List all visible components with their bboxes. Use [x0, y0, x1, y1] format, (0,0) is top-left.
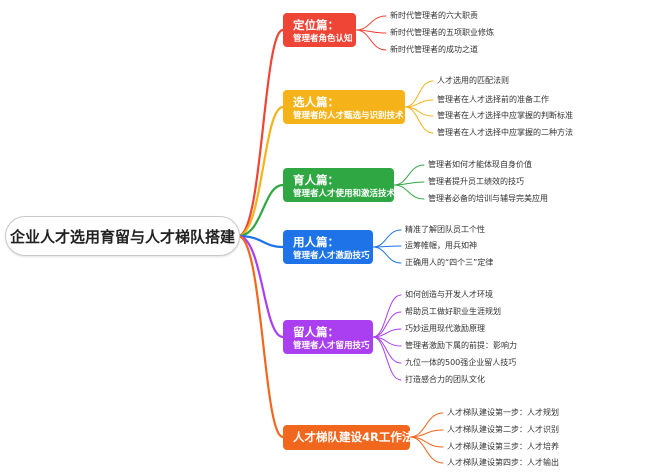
root-to-branch-connector — [236, 234, 285, 249]
leaf-topic[interactable]: 正确用人的“四个三”定律 — [405, 258, 494, 267]
branch-retention[interactable]: 留人篇： 管理者人才留用技巧 — [283, 320, 373, 354]
branch-to-leaf-connector — [393, 181, 425, 186]
leaf-topic[interactable]: 管理者必备的培训与辅导完美应用 — [428, 194, 548, 203]
branch-to-leaf-connector — [409, 436, 444, 464]
leaf-topic[interactable]: 运筹帷幄，用兵如神 — [405, 241, 477, 250]
leaf-topic[interactable]: 人才梯队建设第二步：人才识别 — [447, 425, 559, 434]
branch-subtitle: 管理者的人才甄选与识别技术 — [293, 111, 404, 121]
leaf-topic[interactable]: 新时代管理者的六大职责 — [390, 11, 478, 20]
branch-to-leaf-connector — [372, 336, 402, 381]
branch-employment[interactable]: 用人篇： 管理者人才激励技巧 — [283, 230, 373, 264]
root-to-branch-connector — [236, 183, 285, 238]
branch-title: 留人篇： — [293, 325, 339, 339]
branch-to-leaf-connector — [372, 246, 402, 264]
leaf-topic[interactable]: 新时代管理者的五项职业修炼 — [390, 28, 494, 37]
leaf-topic[interactable]: 人才选用的匹配法则 — [437, 76, 509, 85]
branch-to-leaf-connector — [393, 184, 425, 200]
branch-subtitle: 管理者人才使用和激活技术 — [293, 189, 394, 199]
leaf-topic[interactable]: 九位一体的500强企业留人技巧 — [405, 358, 517, 367]
branch-subtitle: 管理者人才留用技巧 — [293, 341, 370, 351]
branch-to-leaf-connector — [372, 229, 402, 248]
root-to-branch-connector — [236, 234, 285, 339]
branch-subtitle: 管理者人才激励技巧 — [293, 251, 370, 261]
root-topic[interactable]: 企业人才选用育留与人才梯队搭建 — [5, 216, 240, 256]
branch-to-leaf-connector — [404, 106, 434, 134]
leaf-topic[interactable]: 新时代管理者的成功之道 — [390, 45, 478, 54]
leaf-topic[interactable]: 管理者在人才选择前的准备工作 — [437, 95, 549, 104]
leaf-topic[interactable]: 管理者在人才选择中应掌握的二种方法 — [437, 128, 573, 137]
leaf-topic[interactable]: 精准了解团队员工个性 — [405, 225, 485, 234]
leaf-topic[interactable]: 管理者激励下属的前提：影响力 — [405, 341, 517, 350]
branch-subtitle: 管理者角色认知 — [293, 34, 353, 44]
branch-title: 育人篇： — [293, 173, 339, 187]
leaf-topic[interactable]: 巧妙运用现代激励原理 — [405, 324, 485, 333]
root-to-branch-connector — [236, 28, 285, 238]
branch-to-leaf-connector — [355, 29, 387, 51]
branch-title: 用人篇： — [293, 235, 339, 249]
branch-4r-method[interactable]: 人才梯队建设4R工作法 — [283, 425, 410, 450]
branch-to-leaf-connector — [355, 15, 387, 31]
leaf-topic[interactable]: 如何创造与开发人才环境 — [405, 290, 493, 299]
branch-title: 人才梯队建设4R工作法 — [293, 430, 410, 444]
leaf-topic[interactable]: 管理者如何才能体现自身价值 — [428, 160, 532, 169]
branch-to-leaf-connector — [404, 80, 434, 108]
leaf-topic[interactable]: 人才梯队建设第三步：人才培养 — [447, 442, 559, 451]
root-to-branch-connector — [236, 234, 285, 439]
branch-title: 选人篇： — [293, 95, 339, 109]
branch-to-leaf-connector — [409, 412, 444, 438]
leaf-topic[interactable]: 管理者提升员工绩效的技巧 — [428, 177, 524, 186]
leaf-topic[interactable]: 帮助员工做好职业生涯规划 — [405, 307, 501, 316]
leaf-topic[interactable]: 人才梯队建设第四步：人才输出 — [447, 458, 559, 467]
root-to-branch-connector — [236, 105, 285, 238]
leaf-topic[interactable]: 管理者在人才选择中应掌握的判断标准 — [437, 111, 573, 120]
branch-positioning[interactable]: 定位篇： 管理者角色认知 — [283, 13, 356, 47]
branch-selection[interactable]: 选人篇： 管理者的人才甄选与识别技术 — [283, 90, 405, 124]
branch-to-leaf-connector — [372, 311, 402, 338]
leaf-topic[interactable]: 人才梯队建设第一步：人才规划 — [447, 408, 559, 417]
branch-title: 定位篇： — [293, 18, 339, 32]
branch-cultivation[interactable]: 育人篇： 管理者人才使用和激活技术 — [283, 168, 394, 202]
branch-to-leaf-connector — [372, 294, 402, 338]
leaf-topic[interactable]: 打造感合力的团队文化 — [405, 375, 485, 384]
